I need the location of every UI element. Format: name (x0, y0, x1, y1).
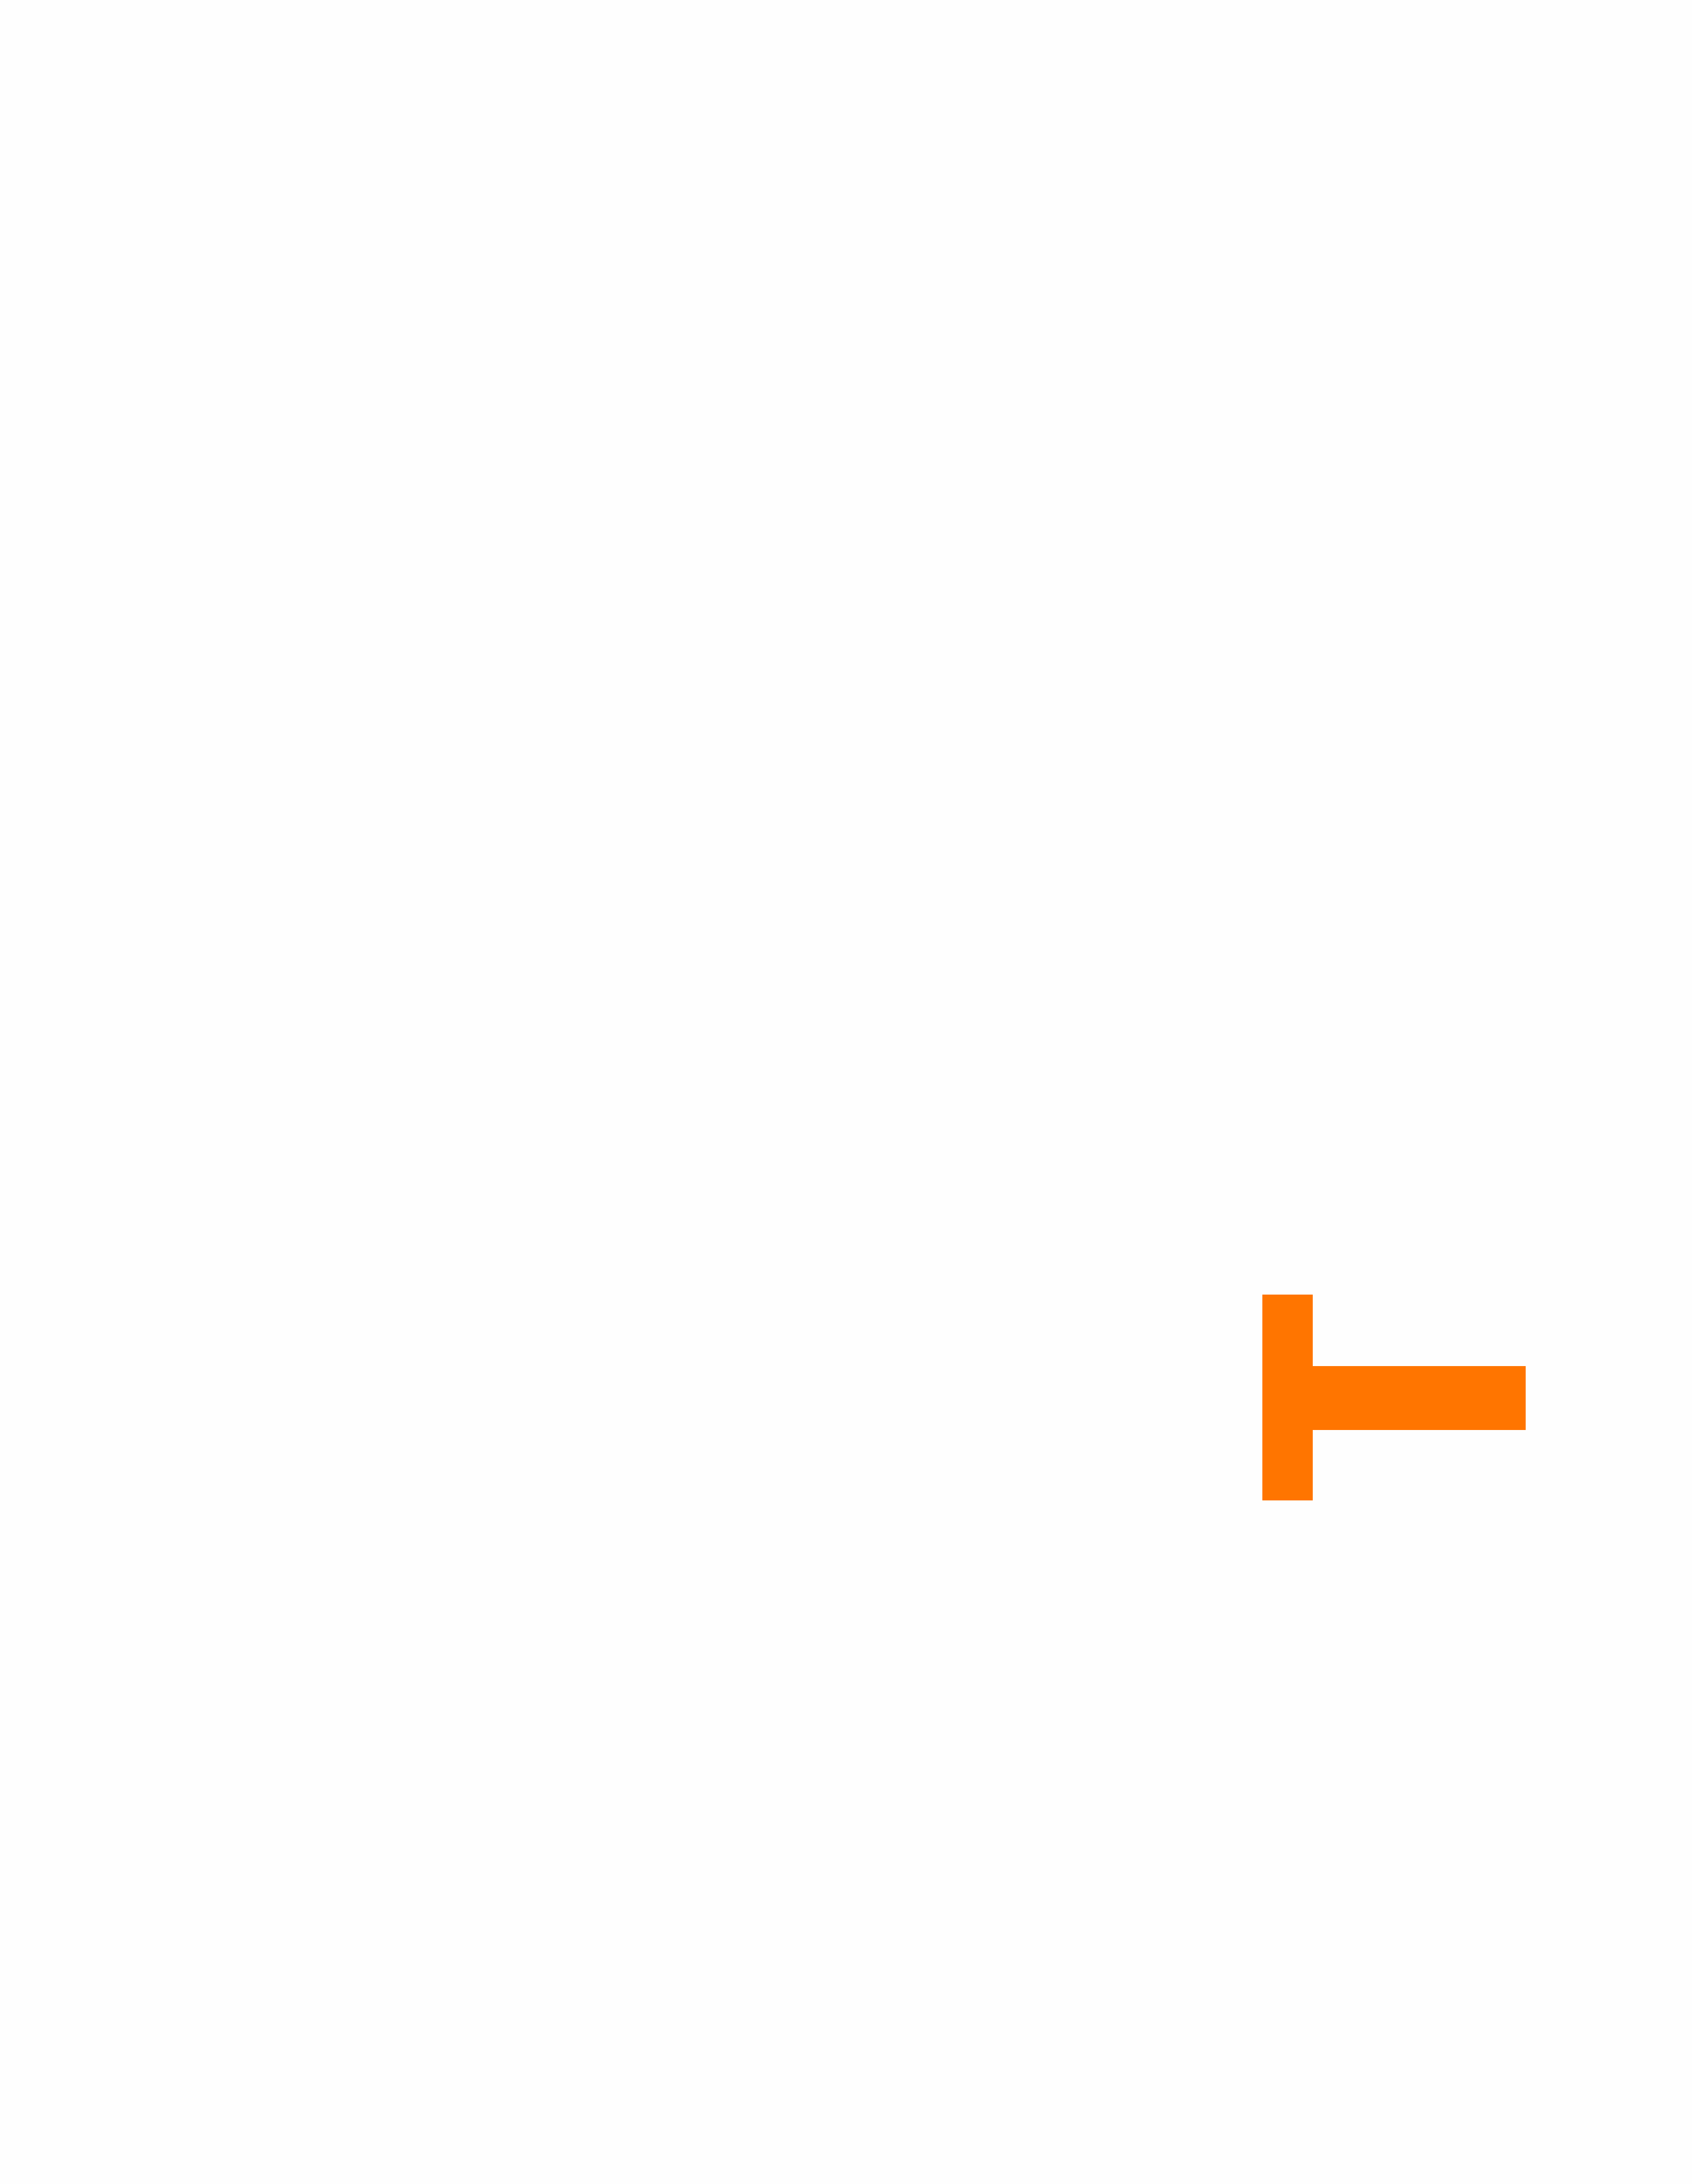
tee-symbol-svg (1262, 1295, 1526, 1500)
horizontal-stroke (1262, 1366, 1526, 1430)
tee-symbol-icon (1262, 1295, 1526, 1500)
